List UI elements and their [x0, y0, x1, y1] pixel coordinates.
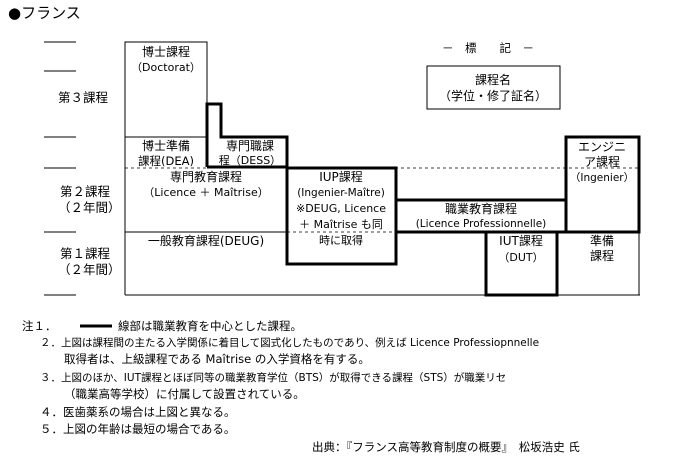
- licence-degree: （Licence ＋ Maîtrise）: [143, 186, 268, 199]
- doctorat-label: 博士課程: [142, 44, 190, 59]
- legend-line1: 課程名: [475, 72, 511, 87]
- source-citation: 出典：『フランス高等教育制度の概要』 松坂浩史 氏: [312, 440, 580, 454]
- dess-degree: 程（DESS）: [219, 154, 281, 167]
- legend-header: － 標 記 －: [442, 41, 534, 55]
- level-third-label: 第３課程: [58, 90, 109, 105]
- iup-label: IUP課程: [319, 169, 363, 184]
- engineer-label-2: ア課程: [584, 154, 620, 169]
- iut-degree: （DUT）: [498, 251, 543, 264]
- iup-note-2: ＋ Maîtrise も同: [299, 218, 383, 231]
- prep-label-1: 準備: [590, 233, 614, 248]
- engineer-label-1: エンジニ: [578, 140, 626, 154]
- page-title: ●フランス: [8, 4, 81, 22]
- prof-licence-label: 職業教育課程: [445, 201, 517, 216]
- prep-label-2: 課程: [590, 248, 614, 263]
- licence-label: 専門教育課程: [170, 169, 242, 184]
- note-5: ５．上図の年齢は最短の場合である。: [40, 422, 236, 436]
- dess-box: [205, 102, 289, 167]
- dea-label: 博士準備: [142, 138, 190, 153]
- dess-label: 専門職課: [226, 138, 274, 153]
- iup-note-3: 時に取得: [319, 234, 363, 247]
- level-second-label: 第２課程: [60, 184, 111, 199]
- note-1-text: 線部は職業教育を中心とした課程。: [118, 319, 302, 333]
- level-first-years: （２年間）: [58, 262, 121, 277]
- engineer-box: [564, 135, 641, 234]
- note-4: ４．医歯薬系の場合は上図と異なる。: [40, 405, 236, 419]
- level-first-label: 第１課程: [60, 246, 111, 261]
- level-second-years: （２年間）: [58, 200, 121, 215]
- note-1-number: 注１．: [22, 319, 57, 333]
- iup-note-1: ※DEUG, Licence: [296, 202, 386, 215]
- iut-label: IUT課程: [499, 233, 543, 248]
- prof-licence-degree: (Licence Professionnelle): [416, 218, 547, 230]
- iut-box: [484, 230, 559, 297]
- legend-box: [426, 65, 561, 110]
- engineer-degree: （Ingenier）: [570, 172, 634, 184]
- legend-line2: （学位・修了証名）: [439, 88, 547, 103]
- note-2: ２．上図は課程間の主たる入学関係に着目して図式化したものであり、例えば Lice…: [40, 337, 540, 349]
- university-track: [124, 41, 287, 295]
- dea-degree: 課程(DEA): [138, 154, 194, 168]
- iup-degree: (Ingenier-Maître): [297, 187, 385, 199]
- professional-tracks: [205, 102, 641, 297]
- note-2-cont: 取得者は、上級課程である Maîtrise の入学資格を有する。: [64, 352, 370, 366]
- doctorat-degree: （Doctorat）: [131, 61, 201, 74]
- note-3-cont: （職業高等学校）に付属して設置されている。: [64, 387, 305, 401]
- note-3: ３．上図のほか、IUT課程とほぼ同等の職業教育学位（BTS）が取得できる課程（S…: [40, 372, 507, 384]
- deug-label: 一般教育課程(DEUG): [148, 233, 264, 248]
